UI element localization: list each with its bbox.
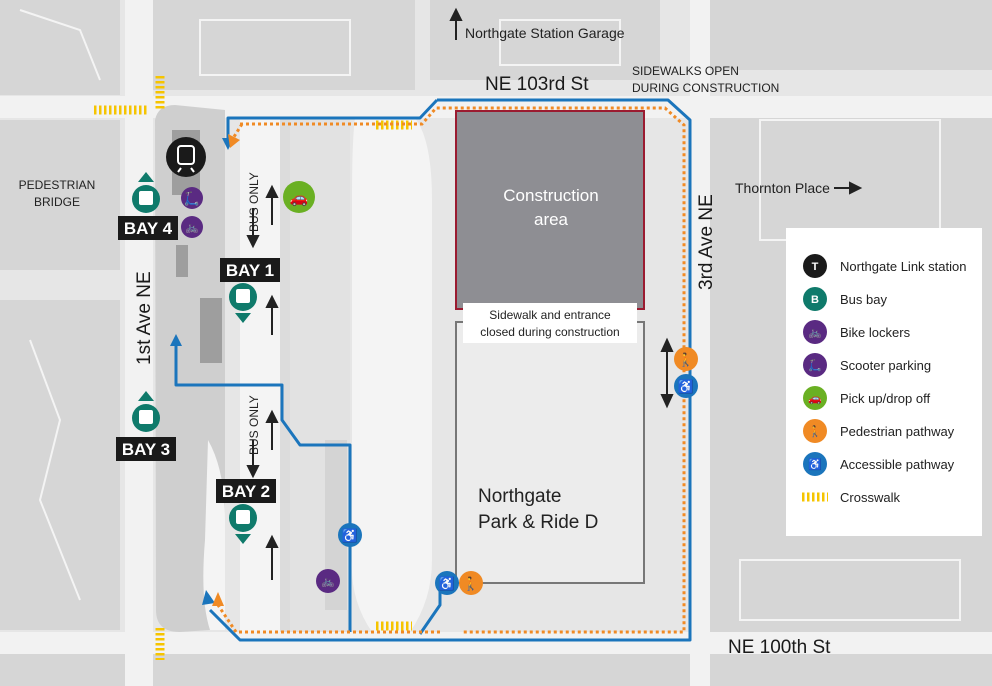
wheelchair-icon-glyph: ♿ — [808, 458, 822, 471]
bus-only-label-2: BUS ONLY — [247, 395, 261, 455]
bay-2-marker: BAY 2 — [216, 479, 276, 544]
bus-icon — [139, 191, 153, 205]
scooter-icon-glyph: 🛴 — [808, 359, 822, 372]
legend-item: B Bus bay — [803, 287, 887, 311]
train-icon-glyph: T — [812, 261, 819, 273]
legend-item: Crosswalk — [802, 490, 900, 505]
construction-label-2: area — [534, 210, 569, 229]
ne-103rd-label: NE 103rd St — [485, 74, 589, 95]
wheelchair-icon — [803, 452, 827, 476]
bay-1-label: BAY 1 — [226, 261, 274, 280]
bus-icon-glyph: B — [811, 294, 819, 306]
bike-marker-lot: 🚲 — [316, 569, 340, 593]
legend-item: 🛴 Scooter parking — [803, 353, 931, 377]
bay-3-label: BAY 3 — [122, 440, 170, 459]
accessible-marker-lot: ♿ — [338, 523, 362, 547]
pedestrian-marker-corner: 🚶 — [459, 571, 483, 595]
thornton-label: Thornton Place — [735, 180, 830, 196]
ne-100th-label: NE 100th St — [728, 637, 831, 658]
legend-item-label: Crosswalk — [840, 490, 900, 505]
legend-item-label: Pedestrian pathway — [840, 424, 955, 439]
closed-sidewalk-notice — [463, 303, 637, 343]
bay-4-marker: BAY 4 — [118, 172, 178, 240]
legend-item: 🚲 Bike lockers — [803, 320, 911, 344]
car-icon — [803, 386, 827, 410]
bay-4-label: BAY 4 — [124, 219, 173, 238]
scooter-marker-station: 🛴 — [181, 187, 203, 209]
thornton-arrow — [834, 181, 863, 195]
sidewalks-open-label-2: DURING CONSTRUCTION — [632, 81, 779, 95]
wheelchair-icon: ♿ — [439, 576, 455, 591]
third-ave-label: 3rd Ave NE — [696, 194, 717, 290]
legend-item-label: Northgate Link station — [840, 259, 966, 274]
legend-box — [786, 228, 982, 536]
wheelchair-icon: ♿ — [678, 379, 694, 394]
pedestrian-icon: 🚶 — [463, 576, 479, 591]
pedestrian-arrow-top — [228, 134, 240, 148]
bay-2-label: BAY 2 — [222, 482, 270, 501]
legend-item: ♿ Accessible pathway — [803, 452, 955, 476]
garage-arrow — [449, 7, 463, 40]
closed-label-2: closed during construction — [480, 325, 619, 339]
bike-marker-station: 🚲 — [181, 216, 203, 238]
park-and-ride-d — [455, 321, 645, 584]
sidewalks-open-label-1: SIDEWALKS OPEN — [632, 64, 739, 78]
crosswalks — [94, 76, 412, 660]
park-ride-label-1: Northgate — [478, 486, 561, 507]
bike-icon — [803, 320, 827, 344]
pedestrian-marker-3rd-ave: 🚶 — [674, 347, 698, 371]
construction-area — [455, 110, 645, 310]
pickup-dropoff-marker: 🚗 — [283, 181, 315, 213]
ped-bridge-label-2: BRIDGE — [34, 195, 80, 209]
scooter-icon — [803, 353, 827, 377]
bus-icon — [236, 510, 250, 524]
bus-only-label-1: BUS ONLY — [247, 172, 261, 232]
closed-label-1: Sidewalk and entrance — [489, 308, 611, 322]
bike-icon: 🚲 — [321, 576, 335, 588]
bus-direction-arrows — [246, 184, 279, 580]
pedestrian-arrow-bottom — [212, 592, 224, 606]
bike-icon: 🚲 — [185, 222, 199, 234]
legend-item-label: Bike lockers — [840, 325, 911, 340]
building-outlines — [19, 9, 961, 621]
legend-item-label: Pick up/drop off — [840, 391, 930, 406]
bike-icon-glyph: 🚲 — [808, 327, 822, 339]
link-station-marker — [166, 137, 206, 177]
construction-label-1: Construction — [503, 186, 598, 205]
bay-3-marker: BAY 3 — [116, 391, 176, 461]
legend-item: 🚗 Pick up/drop off — [803, 386, 930, 410]
legend-item-label: Bus bay — [840, 292, 887, 307]
pedestrian-icon — [803, 419, 827, 443]
accessible-marker-corner: ♿ — [435, 571, 459, 595]
legend-item-label: Scooter parking — [840, 358, 931, 373]
pedestrian-icon: 🚶 — [678, 352, 694, 367]
train-icon — [177, 145, 195, 165]
two-way-arrow-3rd-ave — [660, 337, 674, 409]
park-ride-label-2: Park & Ride D — [478, 512, 598, 533]
legend-item: 🚶 Pedestrian pathway — [803, 419, 955, 443]
legend-item: T Northgate Link station — [803, 254, 966, 278]
car-icon: 🚗 — [290, 190, 309, 207]
legend-item-label: Accessible pathway — [840, 457, 955, 472]
car-icon-glyph: 🚗 — [808, 393, 822, 405]
bus-icon — [803, 287, 827, 311]
accessible-arrows — [170, 138, 234, 605]
scooter-icon: 🛴 — [184, 191, 200, 206]
accessible-marker-3rd-ave: ♿ — [674, 374, 698, 398]
first-ave-label: 1st Ave NE — [134, 271, 155, 365]
pedestrian-icon-glyph: 🚶 — [808, 425, 822, 438]
garage-label: Northgate Station Garage — [465, 25, 625, 41]
bus-icon — [139, 410, 153, 424]
ped-bridge-label-1: PEDESTRIAN — [19, 178, 96, 192]
bay-1-marker: BAY 1 — [220, 258, 280, 323]
train-icon — [803, 254, 827, 278]
bus-icon — [236, 289, 250, 303]
wheelchair-icon: ♿ — [342, 528, 358, 543]
